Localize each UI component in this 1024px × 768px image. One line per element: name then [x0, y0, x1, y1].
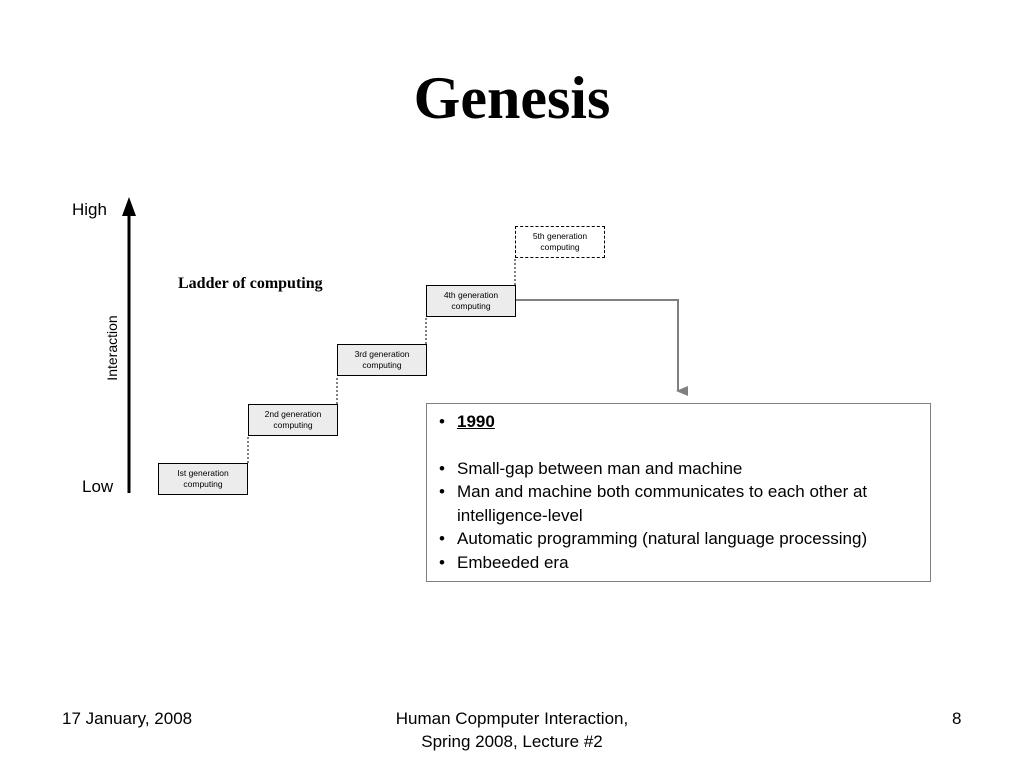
step-label-line2: computing	[183, 479, 223, 489]
info-item-text: Embeeded era	[457, 552, 569, 572]
step-label-line2: computing	[362, 360, 402, 370]
info-item: • Small-gap between man and machine	[427, 457, 924, 481]
info-item-text: Automatic programming (natural language …	[457, 529, 868, 548]
bullet-icon: •	[439, 552, 445, 572]
step-label-line1: Ist generation	[177, 468, 229, 478]
info-box: • 1990 • Small-gap between man and machi…	[426, 403, 931, 582]
step-2nd-generation: 2nd generation computing	[248, 404, 338, 436]
connector-arrow	[515, 299, 688, 396]
footer-course-line2: Spring 2008, Lecture #2	[421, 732, 603, 751]
axis-low-label: Low	[82, 477, 114, 496]
footer-course-line1: Human Copmputer Interaction,	[395, 709, 629, 728]
axis-high-label: High	[72, 200, 107, 219]
footer-page-number: 8	[952, 709, 962, 728]
info-item: • Embeeded era	[427, 551, 924, 575]
slide-title: Genesis	[413, 65, 611, 131]
info-item: • Automatic programming (natural languag…	[427, 527, 924, 551]
step-5th-generation: 5th generation computing	[515, 226, 605, 258]
info-year-item: • 1990	[427, 410, 924, 434]
bullet-icon: •	[439, 482, 445, 501]
footer-course: Human Copmputer Interaction, Spring 2008…	[312, 707, 712, 753]
step-label-line1: 3rd generation	[354, 349, 410, 359]
ladder-title: Ladder of computing	[178, 275, 323, 292]
info-list: • 1990 • Small-gap between man and machi…	[427, 410, 924, 574]
step-label-line1: 2nd generation	[264, 409, 322, 419]
step-label-line2: computing	[451, 301, 491, 311]
step-4th-generation: 4th generation computing	[426, 285, 516, 317]
bullet-icon: •	[439, 458, 445, 478]
info-year: 1990	[457, 412, 495, 431]
axis-arrowhead-icon	[122, 197, 136, 216]
info-item-text: Man and machine both communicates to eac…	[457, 482, 868, 525]
step-label-line2: computing	[273, 420, 313, 430]
bullet-icon: •	[439, 412, 445, 431]
bullet-icon: •	[439, 529, 445, 548]
step-label-line1: 4th generation	[443, 290, 499, 300]
info-item: • Man and machine both communicates to e…	[427, 480, 924, 527]
info-item-text: Small-gap between man and machine	[457, 458, 743, 478]
step-3rd-generation: 3rd generation computing	[337, 344, 427, 376]
step-1st-generation: Ist generation computing	[158, 463, 248, 495]
footer-date: 17 January, 2008	[62, 709, 193, 728]
axis-title: Interaction	[104, 315, 120, 381]
step-label-line1: 5th generation	[532, 231, 588, 241]
step-label-line2: computing	[540, 242, 580, 252]
